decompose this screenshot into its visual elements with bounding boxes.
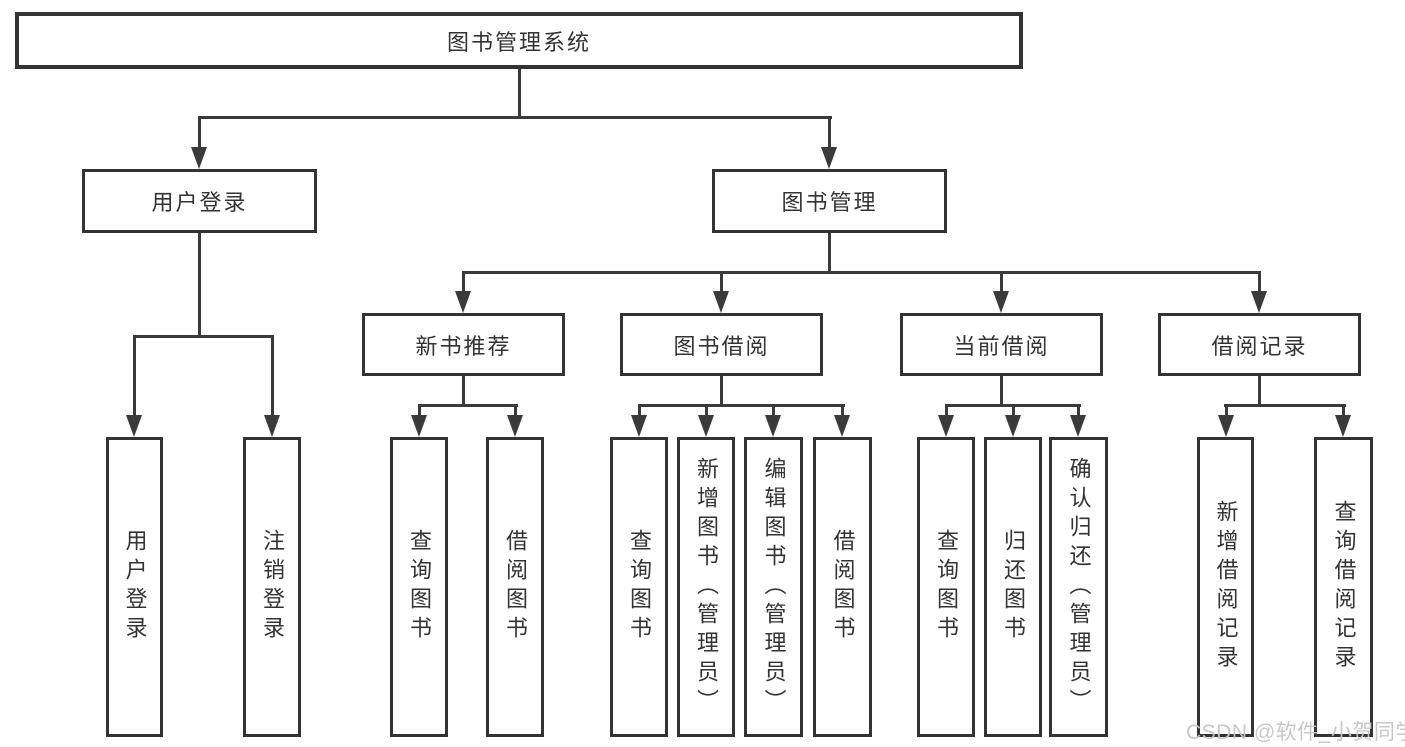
- connector-line: [828, 233, 831, 274]
- node-borrow-query-books: 查询图书: [610, 437, 668, 737]
- connector-line: [1000, 376, 1003, 407]
- node-book-borrowing: 图书借阅: [620, 313, 823, 376]
- node-current-borrowing: 当前借阅: [900, 313, 1103, 376]
- connector-line: [828, 116, 831, 149]
- connector-line: [638, 404, 641, 418]
- arrow-down-icon: [631, 415, 647, 437]
- connector-line: [418, 404, 518, 407]
- connector-line: [1000, 271, 1003, 295]
- connector-line: [198, 116, 201, 149]
- connector-line: [1225, 404, 1228, 418]
- connector-line: [1258, 376, 1261, 407]
- arrow-down-icon: [993, 291, 1009, 313]
- arrow-down-icon: [1070, 415, 1086, 437]
- node-records-query-borrow-record: 查询借阅记录: [1314, 437, 1373, 737]
- connector-line: [198, 116, 832, 119]
- connector-line: [720, 271, 723, 295]
- connector-line: [133, 335, 274, 338]
- node-label: 注销登录: [260, 529, 285, 645]
- arrow-down-icon: [126, 415, 142, 437]
- node-recommend-query-books: 查询图书: [390, 437, 448, 737]
- connector-line: [518, 69, 521, 118]
- node-label: 查询图书: [407, 529, 432, 645]
- connector-line: [514, 404, 517, 418]
- connector-line: [1224, 404, 1346, 407]
- connector-line: [638, 404, 845, 407]
- connector-line: [1342, 404, 1345, 418]
- node-borrow-edit-books-admin: 编辑图书（管理员）: [744, 437, 803, 737]
- arrow-down-icon: [455, 291, 471, 313]
- connector-line: [133, 335, 136, 417]
- node-user-login: 用户登录: [82, 169, 317, 233]
- node-label: 用户登录: [122, 529, 148, 645]
- node-label: 借阅图书: [503, 529, 528, 645]
- arrow-down-icon: [411, 415, 427, 437]
- node-book-management: 图书管理: [712, 169, 947, 233]
- arrow-down-icon: [938, 415, 954, 437]
- node-label: 归还图书: [1001, 529, 1026, 645]
- connector-line: [462, 376, 465, 407]
- node-current-return-books: 归还图书: [984, 437, 1042, 737]
- node-borrow-borrow-books: 借阅图书: [813, 437, 872, 737]
- csdn-watermark: CSDN @软件_小贺同学: [1186, 721, 1405, 744]
- arrow-down-icon: [821, 147, 837, 169]
- arrow-down-icon: [834, 415, 850, 437]
- node-label: 查询图书: [934, 529, 959, 645]
- arrow-down-icon: [1335, 415, 1351, 437]
- connector-line: [841, 404, 844, 418]
- node-recommend-borrow-books: 借阅图书: [486, 437, 544, 737]
- connector-line: [271, 335, 274, 417]
- node-current-confirm-return-admin: 确认归还（管理员）: [1049, 437, 1108, 737]
- connector-line: [945, 404, 948, 418]
- node-user-login-action: 用户登录: [106, 437, 163, 737]
- arrow-down-icon: [1251, 291, 1267, 313]
- node-label: 编辑图书（管理员）: [761, 456, 787, 718]
- connector-line: [462, 271, 1261, 274]
- arrow-down-icon: [507, 415, 523, 437]
- connector-line: [462, 271, 465, 295]
- node-label: 新增借阅记录: [1213, 500, 1239, 674]
- arrow-down-icon: [698, 415, 714, 437]
- node-label: 查询图书: [627, 529, 652, 645]
- connector-line: [772, 404, 775, 418]
- node-library-management-system: 图书管理系统: [15, 12, 1023, 69]
- node-label: 新增图书（管理员）: [694, 456, 719, 718]
- node-logout-action: 注销登录: [243, 437, 301, 737]
- node-borrow-add-books-admin: 新增图书（管理员）: [677, 437, 735, 737]
- node-current-query-books: 查询图书: [917, 437, 975, 737]
- connector-line: [705, 404, 708, 418]
- connector-line: [720, 376, 723, 407]
- arrow-down-icon: [713, 291, 729, 313]
- node-label: 借阅图书: [830, 529, 856, 645]
- connector-line: [1012, 404, 1015, 418]
- arrow-down-icon: [191, 147, 207, 169]
- connector-line: [198, 233, 201, 337]
- arrow-down-icon: [264, 415, 280, 437]
- node-label: 查询借阅记录: [1331, 500, 1357, 674]
- node-label: 确认归还（管理员）: [1066, 456, 1092, 718]
- node-new-book-recommend: 新书推荐: [362, 313, 565, 376]
- node-records-add-borrow-record: 新增借阅记录: [1197, 437, 1254, 737]
- connector-line: [1077, 404, 1080, 418]
- arrow-down-icon: [1218, 415, 1234, 437]
- connector-line: [1258, 271, 1261, 295]
- arrow-down-icon: [1005, 415, 1021, 437]
- arrow-down-icon: [765, 415, 781, 437]
- node-borrowing-records: 借阅记录: [1158, 313, 1361, 376]
- connector-line: [418, 404, 421, 418]
